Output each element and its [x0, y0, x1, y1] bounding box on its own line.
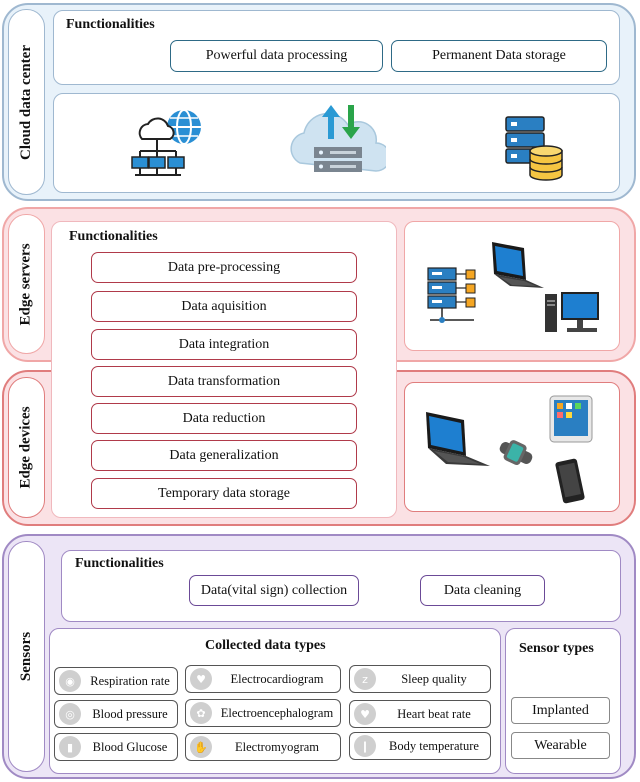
data-type-item: ◎ Blood pressure	[54, 700, 178, 728]
edge-server-desktop-icon	[545, 292, 599, 332]
edge-functions-heading: Functionalities	[69, 229, 158, 244]
thermometer-icon: ❙	[354, 735, 376, 757]
cloud-functions-heading: Functionalities	[66, 17, 155, 32]
sensor-type-implanted: Implanted	[511, 697, 610, 724]
data-type-item: z Sleep quality	[349, 665, 491, 693]
data-type-item: ♥ Electrocardiogram	[185, 665, 341, 693]
edge-server-laptop-icon	[492, 242, 544, 288]
edge-device-smartwatch-icon	[499, 440, 533, 466]
cloud-label-text: Cloud data center	[18, 44, 34, 160]
edge-function-preprocessing: Data pre-processing	[91, 252, 357, 283]
edge-function-temporary-storage: Temporary data storage	[91, 478, 357, 509]
edge-servers-side-label: Edge servers	[8, 214, 45, 354]
edge-device-laptop-icon	[426, 412, 490, 466]
heart-ecg-icon: ♥	[190, 668, 212, 690]
muscle-icon: ✋	[190, 736, 212, 758]
data-type-item: ♥ Heart beat rate	[349, 700, 491, 728]
data-type-item: ❙ Body temperature	[349, 732, 491, 760]
edge-function-integration: Data integration	[91, 329, 357, 360]
cloud-server-upload-icon	[290, 105, 386, 172]
edge-function-transformation: Data transformation	[91, 366, 357, 397]
sleep-icon: z	[354, 668, 376, 690]
sensor-types-heading: Sensor types	[519, 641, 594, 656]
edge-devices-label-text: Edge devices	[18, 406, 35, 489]
sensors-label-text: Sensors	[18, 631, 34, 682]
sensor-function-cleaning: Data cleaning	[420, 575, 545, 606]
cloud-side-label: Cloud data center	[8, 9, 45, 195]
data-type-item: ✋ Electromyogram	[185, 733, 341, 761]
edge-device-tablet-icon	[549, 395, 593, 443]
edge-function-generalization: Data generalization	[91, 440, 357, 471]
blood-pressure-icon: ◎	[59, 703, 81, 725]
edge-function-acquisition: Data aquisition	[91, 291, 357, 322]
brain-icon: ✿	[190, 702, 212, 724]
sensor-function-collection: Data(vital sign) collection	[189, 575, 359, 606]
sensors-functions-heading: Functionalities	[75, 556, 164, 571]
collected-data-heading: Collected data types	[205, 638, 326, 653]
cloud-database-icon	[505, 116, 563, 181]
data-type-item: ✿ Electroencephalogram	[185, 699, 341, 727]
cloud-function-processing: Powerful data processing	[170, 40, 383, 72]
cloud-network-icon	[131, 109, 201, 176]
sensor-type-wearable: Wearable	[511, 732, 610, 759]
lungs-icon: ◉	[59, 670, 81, 692]
data-type-item: ◉ Respiration rate	[54, 667, 178, 695]
cloud-function-storage: Permanent Data storage	[391, 40, 607, 72]
edge-device-phone-icon	[555, 458, 585, 504]
edge-devices-side-label: Edge devices	[8, 377, 45, 518]
edge-server-rack-icon	[427, 267, 476, 323]
data-type-item: ▮ Blood Glucose	[54, 733, 178, 761]
sensors-side-label: Sensors	[8, 541, 45, 772]
heart-rate-icon: ♥	[354, 703, 376, 725]
edge-servers-label-text: Edge servers	[18, 242, 34, 326]
glucose-icon: ▮	[59, 736, 81, 758]
edge-function-reduction: Data reduction	[91, 403, 357, 434]
